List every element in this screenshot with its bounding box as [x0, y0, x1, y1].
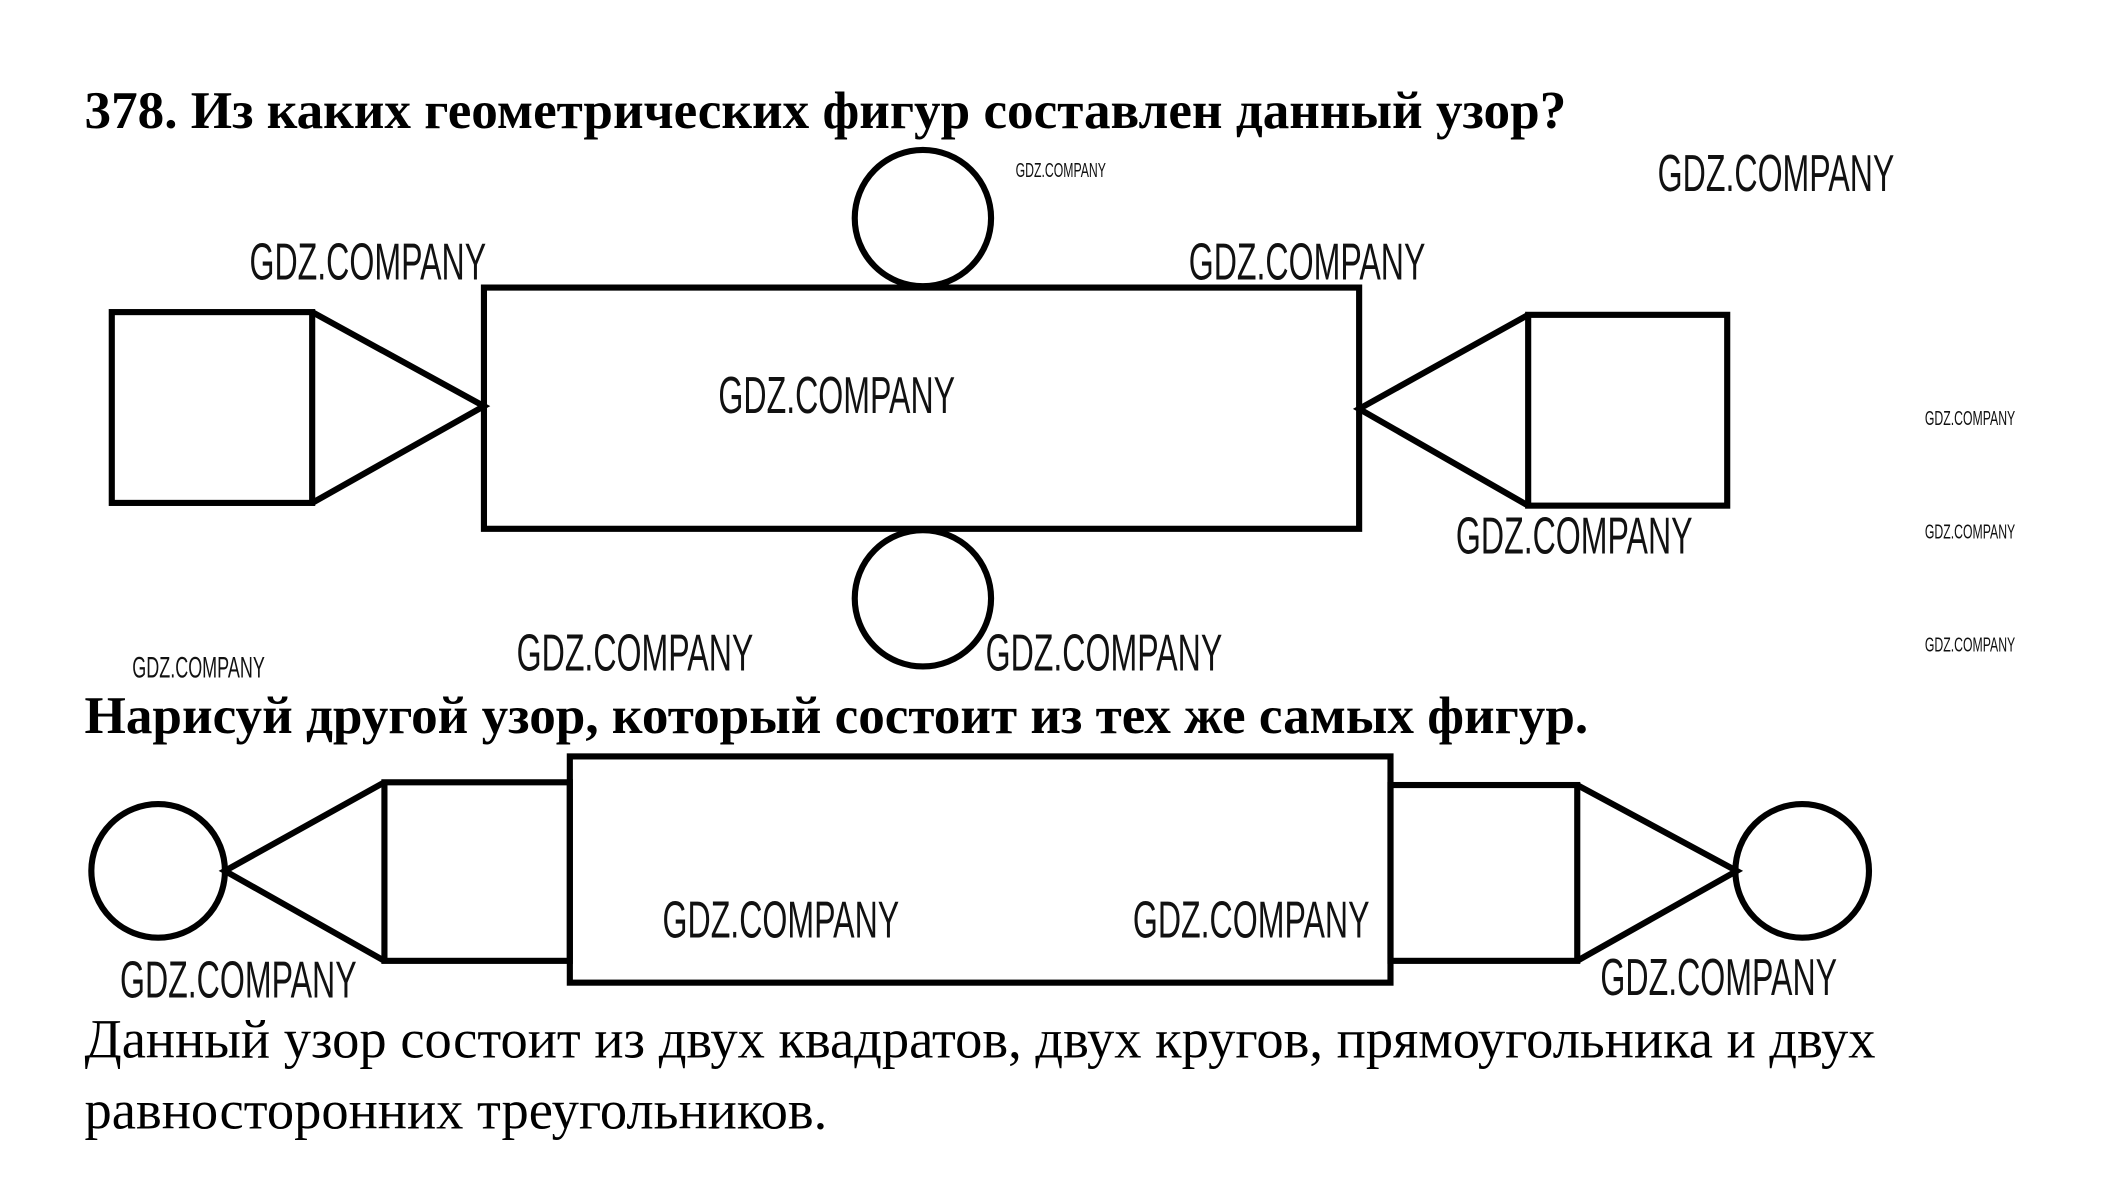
bottom-circle: [851, 527, 995, 670]
watermark: GDZ.COMPANY: [1658, 145, 1895, 203]
answer-line-2: равносторонних треугольников.: [85, 1079, 828, 1140]
new-pattern: [88, 753, 1873, 986]
watermark: GDZ.COMPANY: [249, 234, 486, 292]
left-triangle: [218, 779, 386, 964]
watermark: GDZ.COMPANY: [1925, 633, 2015, 656]
watermark: GDZ.COMPANY: [120, 952, 357, 1010]
watermark: GDZ.COMPANY: [1189, 234, 1426, 292]
right-circle: [1732, 801, 1873, 941]
right-triangle: [1352, 312, 1530, 509]
answer-line-1: Данный узор состоит из двух квадратов, д…: [85, 1009, 1876, 1070]
watermark: GDZ.COMPANY: [1133, 892, 1370, 950]
watermark: GDZ.COMPANY: [1925, 520, 2015, 543]
watermark: GDZ.COMPANY: [517, 625, 754, 683]
right-triangle: [1575, 782, 1744, 964]
task-subtitle: Нарисуй другой узор, который состоит из …: [85, 687, 1589, 745]
watermark: GDZ.COMPANY: [1925, 407, 2015, 430]
top-circle: [851, 146, 995, 290]
watermark: GDZ.COMPANY: [1600, 949, 1837, 1007]
watermarks: GDZ.COMPANY GDZ.COMPANY GDZ.COMPANY GDZ.…: [120, 145, 2015, 1010]
right-square: [1387, 781, 1581, 964]
left-triangle: [310, 309, 491, 506]
watermark: GDZ.COMPANY: [1016, 159, 1106, 182]
watermark: GDZ.COMPANY: [663, 892, 900, 950]
watermark: GDZ.COMPANY: [132, 652, 265, 685]
watermark: GDZ.COMPANY: [718, 367, 955, 425]
watermark: GDZ.COMPANY: [986, 625, 1223, 683]
left-square: [108, 309, 316, 506]
watermark: GDZ.COMPANY: [1456, 508, 1693, 566]
left-square: [381, 779, 573, 964]
task-title: 378. Из каких геометрических фигур соста…: [85, 82, 1567, 140]
original-pattern: [108, 146, 1731, 670]
right-square: [1525, 311, 1731, 509]
left-circle: [88, 801, 228, 941]
